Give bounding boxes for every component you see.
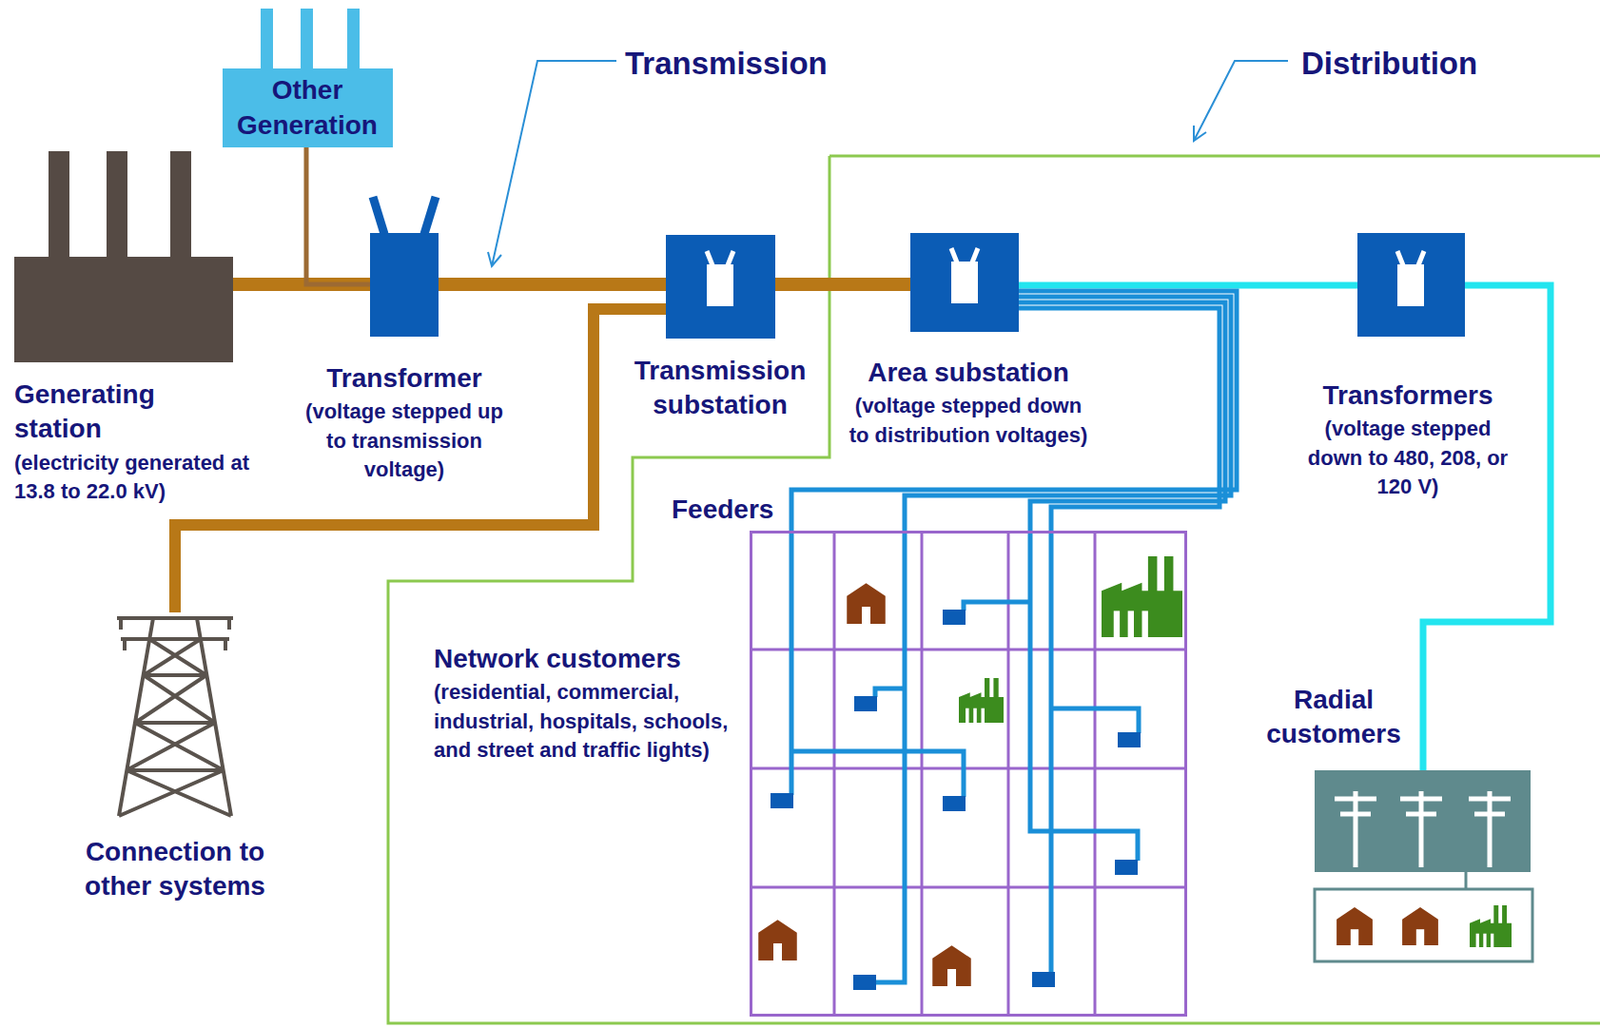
leader-line (491, 60, 617, 267)
text-holder: Area substation(voltage stepped down to … (846, 355, 1091, 450)
house-icon (846, 583, 886, 625)
leader-arrowhead (487, 252, 502, 267)
power-line (438, 277, 666, 292)
text-holder: Radial customers (1252, 682, 1415, 753)
transformer-glyph (951, 248, 978, 304)
text-holder: Transformers(voltage stepped down to 480… (1301, 378, 1515, 502)
node-title: Transmission substation (610, 353, 830, 424)
transformer-icon (370, 233, 439, 337)
node-note: (voltage stepped up to transmission volt… (293, 397, 515, 485)
node-title: Area substation (846, 355, 1091, 391)
network-transformer (942, 796, 966, 812)
network-transformer (1117, 732, 1141, 748)
leader-line (1193, 60, 1288, 141)
power-plant-icon (14, 151, 234, 363)
text-holder: Generating station(electricity generated… (14, 377, 270, 508)
node-title: Transformers (1301, 378, 1515, 413)
node-note: (voltage stepped down to distribution vo… (848, 391, 1089, 450)
house-icon (1336, 907, 1373, 946)
power-line (791, 291, 1237, 531)
substation-icon (1357, 233, 1465, 337)
plant-chimneys (260, 8, 360, 69)
service-drop (1464, 872, 1468, 890)
substation-icon (665, 234, 776, 339)
node-note: (voltage stepped down to 480, 208, or 12… (1303, 414, 1513, 502)
power-plant: Generating station(electricity generated… (14, 256, 234, 363)
text-holder: Other Generation (222, 68, 393, 148)
node-title: Connection to other systems (56, 835, 294, 905)
factory-icon (958, 678, 1004, 723)
area-substation: Area substation(voltage stepped down to … (910, 233, 1019, 332)
network-transformer (770, 793, 794, 809)
radial-customer-frame (1314, 889, 1533, 962)
network-transformer (853, 975, 877, 991)
network-transformer (1114, 859, 1138, 876)
node-title: Other Generation (229, 73, 387, 143)
feeder-label: Feeders (671, 492, 774, 527)
network-transformer (1032, 972, 1055, 988)
network-grid: Network customers(residential, commercia… (749, 530, 1188, 1017)
transformer-glyph (1397, 251, 1425, 307)
substation-icon (910, 233, 1019, 332)
node-note: (electricity generated at 13.8 to 22.0 k… (14, 448, 270, 508)
transformer-glyph (706, 251, 734, 307)
network-transformer (854, 696, 878, 712)
radial-panel (1314, 770, 1531, 873)
distribution-transformer: Transformers(voltage stepped down to 480… (1357, 233, 1465, 337)
node-note: (residential, commercial, industrial, ho… (433, 678, 739, 765)
network-transformer (942, 609, 966, 625)
power-line (1423, 285, 1551, 771)
node-title: Generating station (14, 377, 205, 448)
transformer-bushings (372, 196, 436, 235)
generation-box: Other Generation (222, 68, 393, 148)
text-holder: Transformer(voltage stepped up to transm… (290, 361, 519, 485)
text-holder: Connection to other systems (56, 835, 294, 905)
text-holder: Network customers(residential, commercia… (433, 642, 739, 765)
transmission-tower (117, 618, 234, 817)
node-title: Transformer (290, 361, 519, 396)
radial-customers: Radial customers (1314, 770, 1531, 873)
distribution-boundary (388, 156, 1600, 1024)
house-icon (758, 919, 798, 961)
power-line (1018, 282, 1358, 290)
section-label: Transmission (624, 43, 828, 85)
house-icon (1402, 907, 1439, 946)
node-title: Radial customers (1252, 682, 1415, 753)
factory-icon (1101, 556, 1183, 638)
section-label: Distribution (1301, 43, 1478, 85)
interconnection-tower: Connection to other systems (117, 612, 234, 817)
text-holder: Transmission substation (610, 353, 830, 424)
power-line (775, 277, 911, 292)
transmission-substation: Transmission substation (665, 234, 776, 339)
node-title: Network customers (433, 642, 739, 677)
house-icon (932, 945, 972, 987)
utility-poles (1334, 791, 1511, 868)
step-up-transformer: Transformer(voltage stepped up to transm… (370, 233, 439, 337)
power-line (306, 147, 371, 285)
feeder-lines (791, 296, 1231, 983)
factory-icon (1469, 905, 1512, 948)
leader-arrowhead (1193, 125, 1207, 141)
